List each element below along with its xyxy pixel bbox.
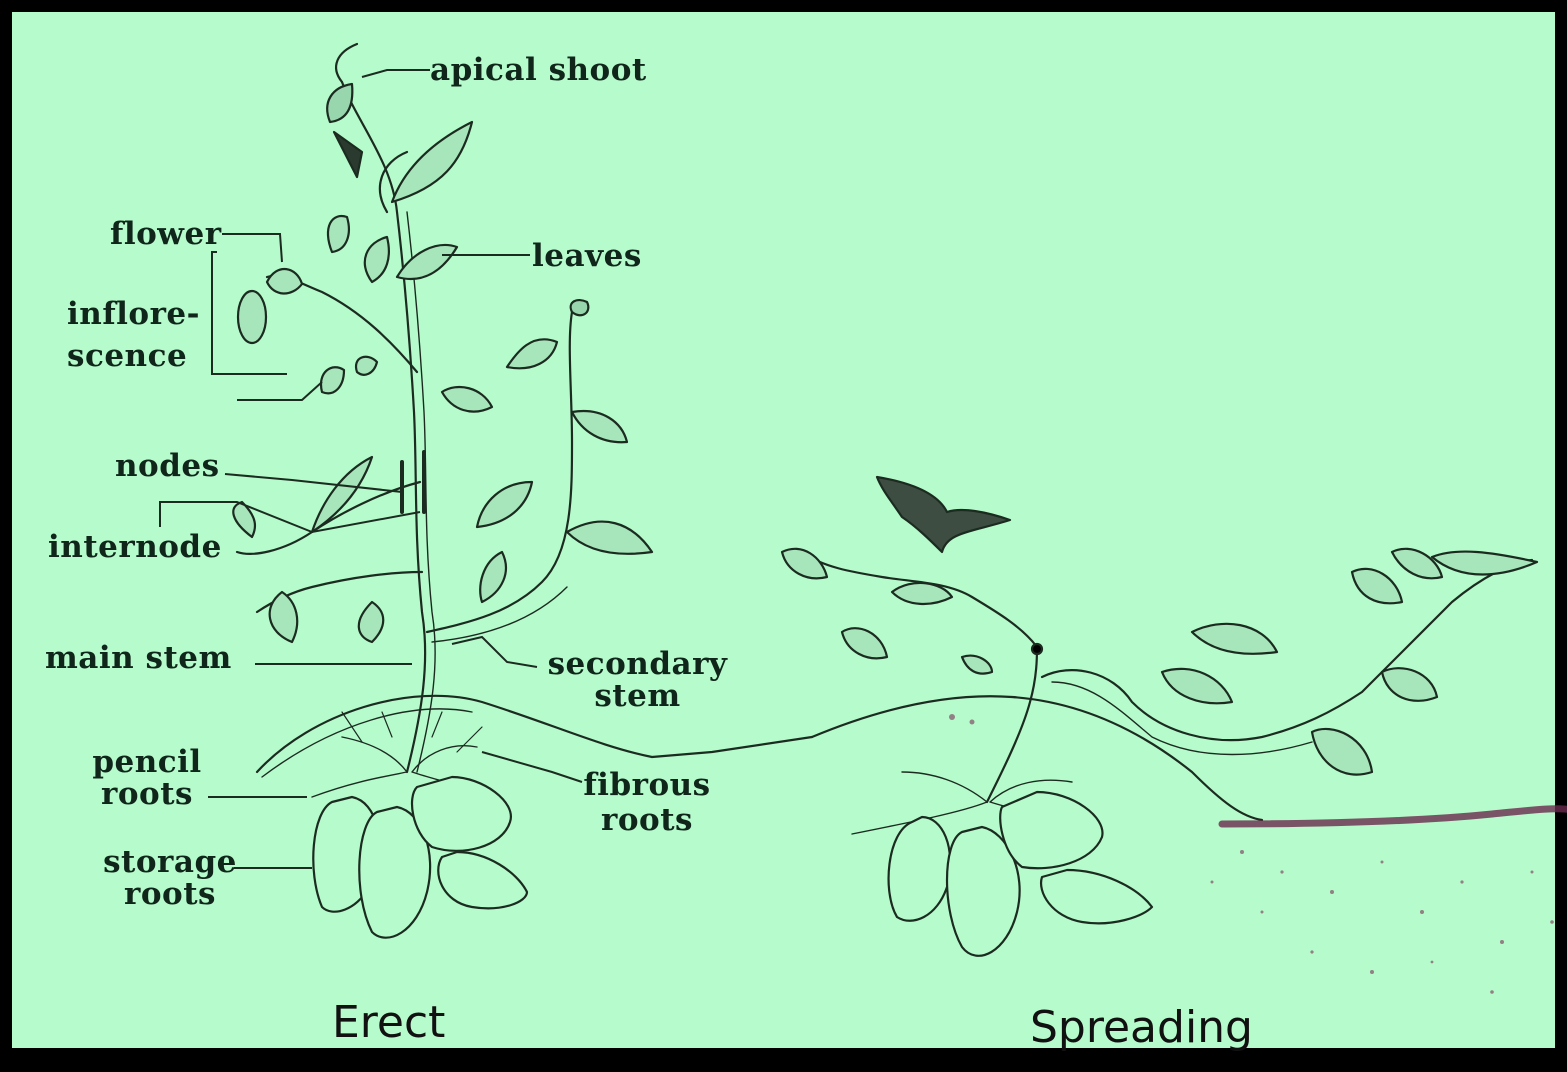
- label-pencil-roots-line1: pencil: [72, 746, 222, 778]
- label-apical-shoot: apical shoot: [430, 54, 647, 86]
- label-pencil-roots-line2: roots: [72, 778, 222, 810]
- label-fibrous-roots-line2: roots: [572, 804, 722, 836]
- label-storage-roots-line2: roots: [90, 878, 250, 910]
- label-nodes: nodes: [115, 450, 220, 482]
- label-storage-roots-line1: storage: [90, 846, 250, 878]
- label-secondary-stem-line2: stem: [540, 680, 735, 712]
- plant-illustration: [12, 12, 1567, 1072]
- caption-erect: Erect: [332, 997, 445, 1048]
- storage-root: [412, 777, 511, 851]
- label-inflorescence-line1: inflore-: [67, 298, 200, 330]
- label-inflorescence-line2: scence: [67, 340, 187, 372]
- label-leaves: leaves: [532, 240, 642, 272]
- caption-spreading: Spreading: [1030, 1002, 1253, 1053]
- label-fibrous-roots-line1: fibrous: [572, 769, 722, 801]
- storage-root: [438, 852, 527, 908]
- label-main-stem: main stem: [45, 642, 232, 674]
- label-internode: internode: [48, 531, 222, 563]
- label-secondary-stem-line1: secondary: [540, 648, 735, 680]
- leader-lines: [160, 70, 582, 868]
- spreading-plant: [782, 477, 1567, 956]
- erect-plant: [233, 44, 812, 938]
- label-flower: flower: [110, 218, 222, 250]
